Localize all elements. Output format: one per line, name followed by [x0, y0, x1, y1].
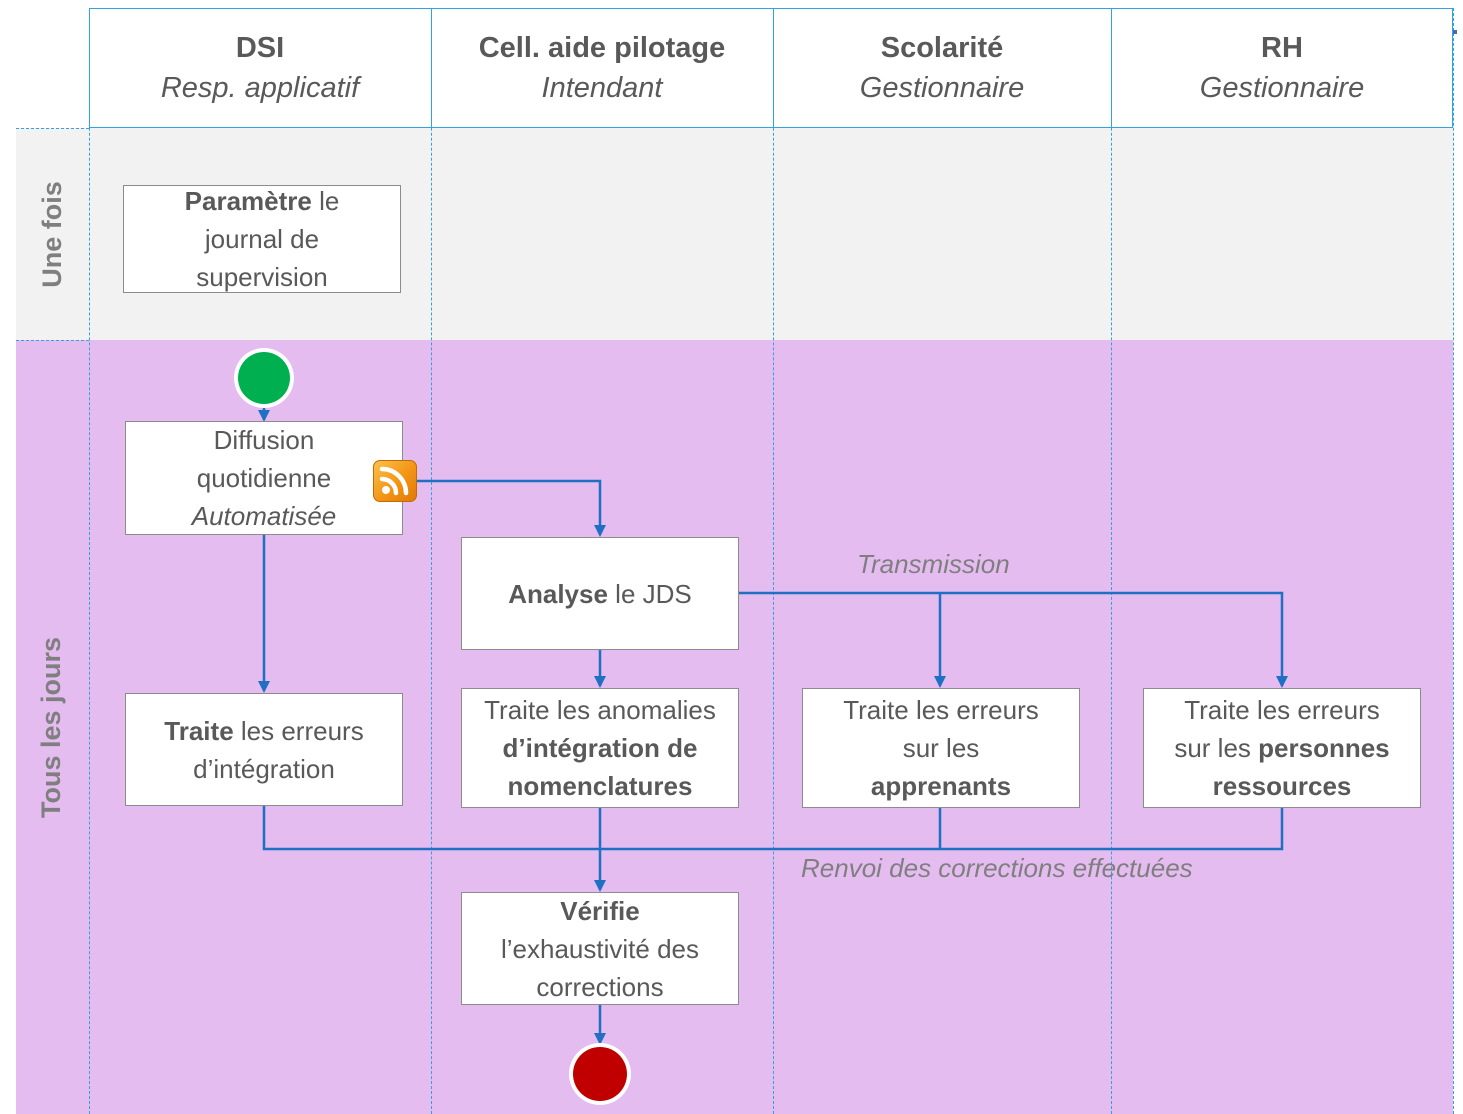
- lane-header-rh: RH Gestionnaire: [1111, 8, 1453, 128]
- task-text: supervision: [196, 262, 328, 292]
- task-keyword: d’intégration de: [502, 733, 698, 763]
- connector-return-line: [262, 806, 1284, 851]
- task-text: sur les: [1174, 733, 1259, 763]
- task-analyse-jds: Analyse le JDS: [461, 537, 739, 650]
- task-keyword: Vérifie: [560, 895, 640, 926]
- lane-header-cell-aide-pilotage: Cell. aide pilotage Intendant: [431, 8, 773, 128]
- lane-title: Cell. aide pilotage: [478, 32, 726, 64]
- connector-analyse-to-personnes: [738, 591, 1288, 688]
- task-text: le: [311, 186, 340, 216]
- lane-line: [773, 8, 774, 1114]
- start-event-icon: [234, 348, 294, 408]
- lane-role: Gestionnaire: [859, 72, 1025, 104]
- task-keyword: apprenants: [870, 771, 1012, 801]
- lane-header-dsi: DSI Resp. applicatif: [89, 8, 431, 128]
- task-text: d’intégration: [193, 753, 335, 784]
- lane-title: Scolarité: [880, 32, 1004, 64]
- task-traite-erreurs-personnes-ressources: Traite les erreurs sur les personnes res…: [1143, 688, 1421, 808]
- task-keyword: Traite: [164, 715, 234, 746]
- task-verifie-exhaustivite: Vérifie l’exhaustivité des corrections: [461, 892, 739, 1005]
- task-italic: Automatisée: [191, 501, 337, 531]
- task-keyword: ressources: [1212, 771, 1352, 801]
- task-text: le JDS: [607, 578, 692, 609]
- task-text: les erreurs: [233, 715, 364, 746]
- task-traite-anomalies-nomenclatures: Traite les anomalies d’intégration de no…: [461, 688, 739, 808]
- rss-icon: [373, 460, 417, 502]
- connector-diffusion-to-analyse: [417, 479, 606, 537]
- lane-role: Intendant: [541, 72, 663, 104]
- task-keyword: personnes: [1258, 733, 1390, 763]
- edge-label-transmission: Transmission: [857, 549, 1010, 579]
- edge-label-renvoi: Renvoi des corrections effectuées: [801, 853, 1193, 883]
- task-keyword: nomenclatures: [507, 771, 693, 801]
- task-text: l’exhaustivité des: [501, 933, 699, 964]
- corner-mark: [1453, 30, 1457, 34]
- lane-header: [89, 8, 1453, 128]
- task-text: Traite les erreurs: [1184, 695, 1380, 725]
- row-divider: [16, 340, 89, 341]
- task-text: Traite les erreurs: [843, 695, 1039, 725]
- lane-line: [431, 8, 432, 1114]
- lane-line: [1111, 8, 1112, 1114]
- task-text: sur les: [902, 733, 980, 763]
- lane-header-scolarite: Scolarité Gestionnaire: [773, 8, 1111, 128]
- lane-title: DSI: [235, 32, 285, 64]
- task-text: corrections: [536, 971, 664, 1002]
- lane-title: RH: [1261, 32, 1303, 64]
- lane-line: [89, 8, 90, 1114]
- task-traite-erreurs-integration: Traite les erreurs d’intégration: [125, 693, 403, 806]
- lane-role: Gestionnaire: [1199, 72, 1365, 104]
- task-traite-erreurs-apprenants: Traite les erreurs sur les apprenants: [802, 688, 1080, 808]
- task-diffusion-quotidienne: Diffusion quotidienne Automatisée: [125, 421, 403, 535]
- lane-role: Resp. applicatif: [160, 72, 360, 104]
- end-event-icon: [569, 1043, 631, 1105]
- row-divider: [16, 128, 89, 129]
- task-text: journal de: [204, 224, 320, 254]
- task-keyword: Analyse: [508, 578, 608, 609]
- task-parametre-journal: Paramètre le journal de supervision: [123, 185, 401, 293]
- task-text: Diffusion: [213, 425, 315, 455]
- task-text: Traite les anomalies: [484, 695, 716, 725]
- task-text: quotidienne: [196, 463, 332, 493]
- lane-line: [1453, 8, 1454, 1114]
- task-keyword: Paramètre: [184, 186, 312, 216]
